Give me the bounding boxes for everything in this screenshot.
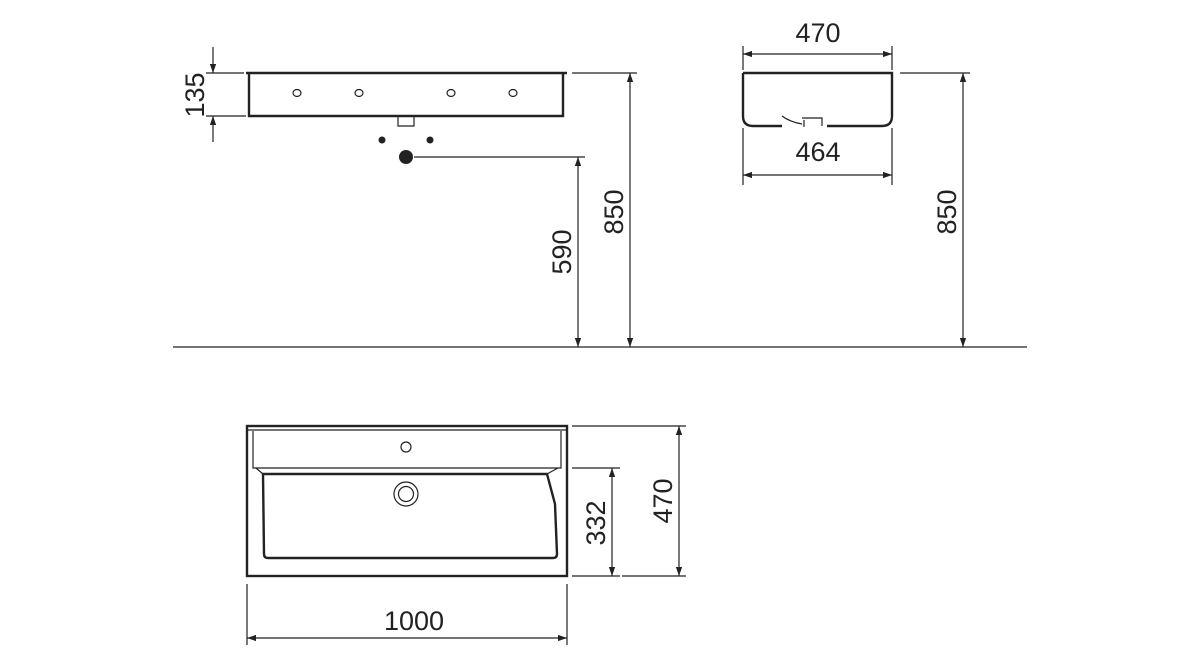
wall-fixing-point — [378, 136, 386, 144]
side-drain-detail — [781, 115, 823, 127]
dimension-label-850: 850 — [599, 189, 629, 234]
basin-drain-inner — [397, 485, 415, 503]
basin-bowl-inner — [255, 467, 559, 475]
wall-fixing-point — [426, 136, 434, 144]
tap-hole — [400, 441, 412, 453]
front-view: 135 590 850 — [180, 47, 637, 347]
tap-hole — [446, 88, 456, 98]
dimension-label-590: 590 — [547, 229, 577, 274]
dimension-label-1000: 1000 — [384, 606, 444, 636]
tap-hole — [292, 88, 302, 98]
tap-hole — [354, 88, 364, 98]
top-basin-outline — [245, 424, 569, 578]
front-basin-outline — [246, 71, 567, 118]
dimension-label-850: 850 — [932, 189, 962, 234]
basin-bowl-outline — [261, 472, 559, 560]
dimension-label-470: 470 — [795, 18, 840, 48]
dimension-label-135: 135 — [180, 72, 210, 117]
side-basin-outline — [741, 71, 894, 128]
tap-hole — [508, 88, 518, 98]
ledge-front — [252, 431, 562, 469]
dimension-label-332: 332 — [581, 500, 611, 545]
drain-connection-point — [399, 150, 413, 164]
dimension-label-470: 470 — [648, 478, 678, 523]
side-view: 470 464 850 — [741, 18, 970, 347]
drain-outlet — [397, 116, 415, 127]
basin-drain — [393, 481, 419, 507]
dimension-label-464: 464 — [795, 137, 840, 167]
top-view: 1000 332 470 — [245, 424, 686, 645]
